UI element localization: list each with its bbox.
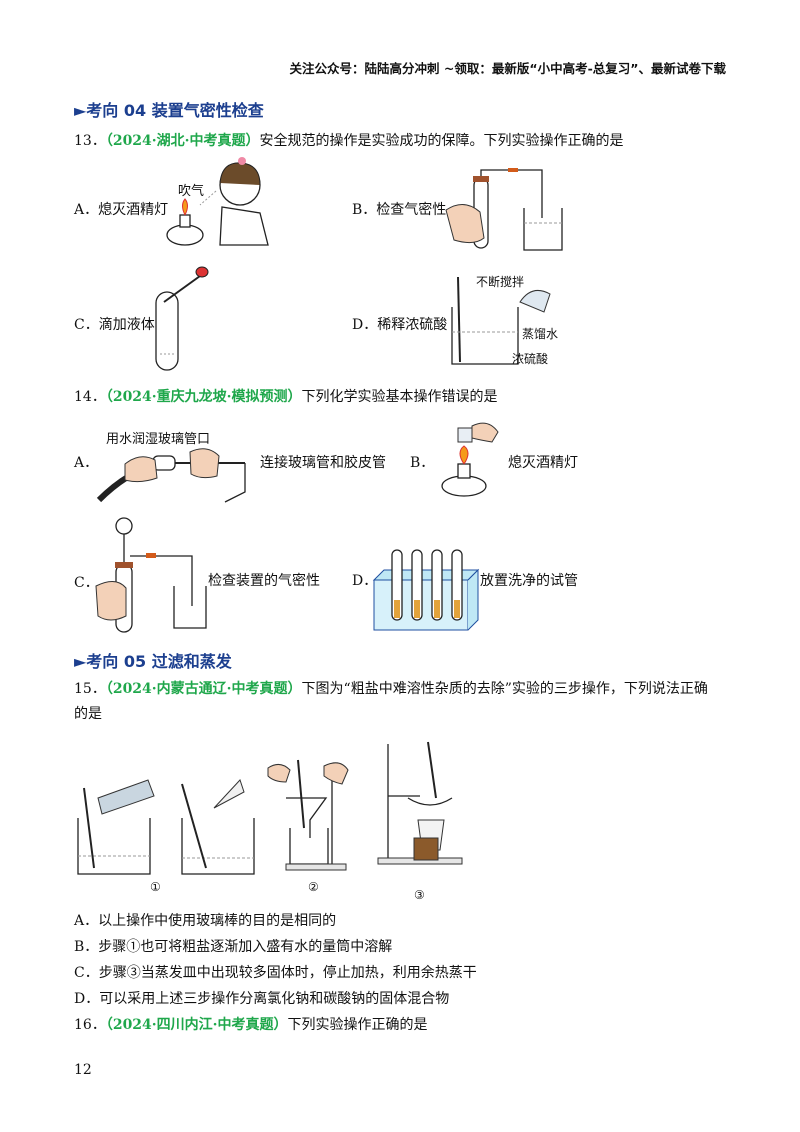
q13-option-c: C．滴加液体 <box>74 317 155 333</box>
q15-step-2: ② <box>308 880 319 894</box>
q14-option-b: B． <box>410 455 435 471</box>
q14-b-side-label: 熄灭酒精灯 <box>508 455 578 471</box>
section-title-04: ►考向 04 装置气密性检查 <box>74 101 264 120</box>
q13-option-a: A．熄灭酒精灯 <box>74 202 169 218</box>
q15-option-d: D．可以采用上述三步操作分离氯化钠和碳酸钠的固体混合物 <box>74 991 450 1007</box>
q13-d-label-stir: 不断搅拌 <box>476 275 525 289</box>
page-number: 12 <box>74 1062 92 1078</box>
question-text: 下列化学实验基本操作错误的是 <box>301 389 498 405</box>
q14-d-illustration <box>372 549 480 631</box>
q14-option-a: A． <box>74 455 99 471</box>
question-16: 16．（2024·四川内江·中考真题）下列实验操作正确的是 <box>74 1014 428 1034</box>
question-number: 14． <box>74 389 106 405</box>
q14-a-illustration <box>96 448 246 503</box>
q13-d-label-acid: 浓硫酸 <box>512 352 549 366</box>
q14-c-side-label: 检查装置的气密性 <box>208 573 320 589</box>
question-source: （2024·重庆九龙坡·模拟预测） <box>105 389 302 405</box>
q13-b-illustration <box>445 168 563 251</box>
question-source: （2024·内蒙古通辽·中考真题） <box>105 681 302 697</box>
q14-c-illustration <box>95 517 207 633</box>
q15-option-b: B．步骤①也可将粗盐逐渐加入盛有水的量筒中溶解 <box>74 939 393 955</box>
question-text: 下列实验操作正确的是 <box>287 1017 428 1033</box>
question-number: 13． <box>74 133 106 149</box>
q15-step-1: ① <box>150 880 161 894</box>
q15-option-c: C．步骤③当蒸发皿中出现较多固体时，停止加热，利用余热蒸干 <box>74 965 477 981</box>
question-13: 13．（2024·湖北·中考真题）安全规范的操作是实验成功的保障。下列实验操作正… <box>74 130 624 150</box>
q13-option-d: D．稀释浓硫酸 <box>352 317 448 333</box>
question-15: 15．（2024·内蒙古通辽·中考真题）下图为“粗盐中难溶性杂质的去除”实验的三… <box>74 678 708 698</box>
q13-option-b: B．检查气密性 <box>352 202 447 218</box>
question-source: （2024·四川内江·中考真题） <box>105 1017 288 1033</box>
q15-step3-illustration <box>377 741 463 865</box>
q13-a-illustration <box>166 157 269 246</box>
question-number: 16． <box>74 1017 106 1033</box>
question-15-line2: 的是 <box>74 706 102 722</box>
section-title-05: ►考向 05 过滤和蒸发 <box>74 652 232 671</box>
question-text: 安全规范的操作是实验成功的保障。下列实验操作正确的是 <box>259 133 624 149</box>
question-source: （2024·湖北·中考真题） <box>105 133 260 149</box>
q15-step1-illustration <box>77 779 255 875</box>
q14-a-side-label: 连接玻璃管和胶皮管 <box>260 455 386 471</box>
q15-step-3: ③ <box>414 888 425 902</box>
q15-option-a: A．以上操作中使用玻璃棒的目的是相同的 <box>74 913 337 929</box>
question-14: 14．（2024·重庆九龙坡·模拟预测）下列化学实验基本操作错误的是 <box>74 386 498 406</box>
question-number: 15． <box>74 681 106 697</box>
q13-d-illustration <box>451 276 551 365</box>
q15-step2-illustration <box>267 759 349 871</box>
question-text: 下图为“粗盐中难溶性杂质的去除”实验的三步操作，下列说法正确 <box>301 681 708 697</box>
q13-a-label: 吹气 <box>178 184 205 199</box>
q13-d-label-water: 蒸馏水 <box>522 327 559 341</box>
q14-option-c: C． <box>74 575 99 591</box>
q14-a-top-label: 用水润湿玻璃管口 <box>106 432 211 447</box>
q14-d-side-label: 放置洗净的试管 <box>480 573 578 589</box>
q14-option-d: D． <box>352 573 378 589</box>
q14-b-illustration <box>441 422 499 497</box>
page-header: 关注公众号：陆陆高分冲刺 ~领取：最新版“小中高考-总复习”、最新试卷下载 <box>289 61 726 76</box>
q13-c-illustration <box>155 266 209 371</box>
